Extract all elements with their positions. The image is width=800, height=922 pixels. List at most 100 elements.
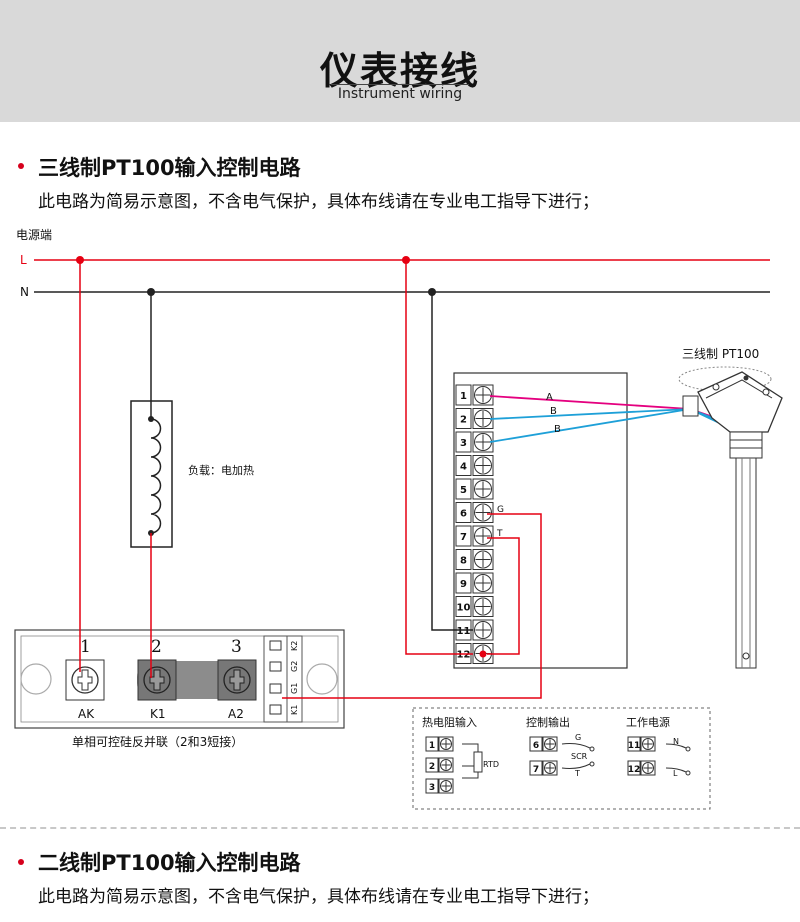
gate-label-g1: G1 [290, 683, 299, 694]
neutral-to-term11-wire [431, 292, 473, 631]
scr-number-1: 1 [80, 637, 91, 657]
section1-title: 三线制PT100输入控制电路 [38, 156, 301, 180]
gate-label-k1: K1 [290, 705, 299, 715]
wiring-legend-box [412, 707, 711, 810]
mount-hole [20, 663, 52, 695]
controller-terminal: 4 [455, 455, 494, 476]
legend-terminal-number: 6 [533, 741, 539, 751]
heater-coil [150, 418, 162, 534]
controller-terminal: 5 [455, 478, 494, 500]
legend-terminal-number: 2 [429, 762, 435, 772]
line-l-label: L [20, 253, 27, 267]
scr-label-ak: AK [78, 707, 95, 721]
terminal-number: 10 [457, 603, 471, 614]
legend-pwr-l: L [673, 769, 678, 778]
legend-terminal: 2 [425, 757, 454, 773]
load-label: 负载：电加热 [188, 463, 254, 477]
wire-a-label: A [546, 392, 553, 403]
gate-label-g2: G2 [290, 661, 299, 672]
header-banner: 仪表接线 Instrument wiring [0, 0, 800, 122]
terminal-number: 4 [460, 462, 467, 473]
terminal-number: 11 [457, 626, 471, 637]
output-symbol [561, 743, 591, 769]
terminal-number: 8 [460, 556, 467, 567]
controller-terminal: 7 [455, 525, 494, 547]
scr-number-3: 3 [231, 637, 242, 657]
controller-terminal: 9 [455, 572, 494, 594]
terminal-number: 5 [460, 485, 467, 496]
legend-terminal: 12 [627, 760, 656, 776]
scr-number-2: 2 [151, 637, 162, 657]
g-output-wire [282, 513, 542, 699]
legend-terminal: 11 [627, 736, 656, 752]
section1-description: 此电路为简易示意图，不含电气保护，具体布线请在专业电工指导下进行； [38, 192, 599, 212]
sensor-label: 三线制 PT100 [682, 347, 759, 361]
power-terminal-dot [685, 770, 691, 776]
terminal-number: 12 [457, 650, 471, 661]
controller-terminal: 8 [455, 549, 494, 570]
terminal-number: 7 [460, 532, 467, 543]
legend-out-scr: SCR [571, 752, 588, 761]
output-terminal-dot [589, 746, 595, 752]
legend-rtd-title: 热电阻输入 [422, 715, 477, 729]
t-output-wire [487, 537, 520, 655]
legend-terminal-number: 3 [429, 783, 435, 793]
output-terminal-dot [589, 761, 595, 767]
controller-terminal: 3 [455, 431, 494, 453]
term-g-label: G [497, 505, 504, 515]
junction-dot [479, 650, 487, 658]
legend-output-title: 控制输出 [526, 715, 570, 729]
legend-terminal: 1 [425, 736, 454, 752]
controller-terminal: 1 [455, 384, 494, 406]
gate-label-k2: K2 [290, 641, 299, 651]
terminal-number: 3 [460, 438, 467, 449]
scr-terminal-2 [137, 659, 177, 701]
terminal-number: 6 [460, 509, 467, 520]
legend-terminal-number: 7 [533, 765, 539, 775]
power-terminal-dot [685, 746, 691, 752]
scr-terminal-3 [217, 659, 257, 701]
legend-terminal: 6 [529, 736, 558, 752]
rtd-resistor [473, 751, 483, 773]
legend-terminal: 3 [425, 778, 454, 794]
mount-hole [306, 663, 338, 695]
legend-rtd-label: RTD [483, 760, 499, 769]
legend-terminal-number: 12 [628, 765, 641, 775]
page-subtitle: Instrument wiring [337, 86, 463, 102]
section-divider [0, 827, 800, 829]
page-title: 仪表接线 [319, 49, 480, 93]
scr-label-a2: A2 [228, 707, 244, 721]
controller-terminal: 12 [455, 643, 494, 664]
section2-title: 二线制PT100输入控制电路 [38, 851, 301, 875]
wiring-diagram: 电源端 L N 负载：电加热 1 2 3 AK K1 A2 [14, 228, 783, 810]
line-n-label: N [20, 285, 29, 299]
scr-caption: 单相可控硅反并联（2和3短接） [72, 734, 243, 749]
power-source-label: 电源端 [16, 228, 52, 242]
legend-terminal-number: 1 [429, 741, 435, 751]
terminal-number: 2 [460, 415, 467, 426]
legend-terminal: 7 [529, 760, 558, 776]
controller-terminal: 2 [455, 408, 494, 429]
power-symbol [665, 743, 687, 773]
legend-terminal-number: 11 [628, 741, 641, 751]
junction-dot [148, 416, 154, 422]
section1-bullet [18, 163, 24, 169]
terminal-number: 1 [460, 391, 467, 402]
scr-terminal-1 [65, 659, 105, 701]
controller-terminal: 10 [455, 596, 494, 617]
legend-out-t: T [574, 769, 580, 778]
section2-description: 此电路为简易示意图，不含电气保护，具体布线请在专业电工指导下进行； [38, 887, 599, 907]
controller-terminal: 6 [455, 502, 494, 523]
title-divider [331, 84, 469, 85]
wire-b-label: B [550, 406, 557, 417]
scr-label-k1: K1 [150, 707, 166, 721]
live-to-term12-wire [405, 260, 473, 655]
legend-out-g: G [575, 733, 581, 742]
wire-b-label-2: B [554, 424, 561, 435]
term-t-label: T [496, 529, 503, 539]
legend-power-title: 工作电源 [626, 715, 670, 729]
pt100-sensor [678, 366, 783, 669]
legend-pwr-n: N [673, 737, 679, 746]
